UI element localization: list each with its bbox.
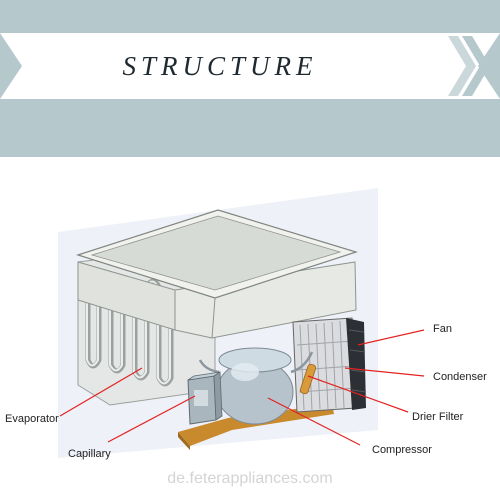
label-condenser: Condenser — [433, 371, 487, 383]
label-capillary: Capillary — [68, 448, 111, 460]
base-plate — [178, 404, 334, 446]
cabinet-tub-opening — [90, 215, 342, 291]
fan — [346, 318, 367, 410]
watermark: de.feterappliances.com — [167, 470, 333, 487]
leader-capillary — [107, 395, 196, 443]
leader-evaporator — [59, 367, 143, 417]
leader-compressor — [267, 397, 361, 446]
leader-fan — [357, 329, 425, 346]
label-fan: Fan — [433, 323, 452, 335]
leader-drier-filter — [307, 375, 409, 413]
title-ribbon — [0, 33, 500, 99]
label-compressor: Compressor — [372, 444, 432, 456]
leader-condenser — [344, 367, 425, 377]
refrigeration-unit-diagram — [58, 188, 425, 458]
capillary-box — [187, 371, 223, 425]
chevron-icon — [448, 36, 476, 96]
cabinet-tub-side — [77, 261, 176, 331]
drier-filter — [299, 363, 317, 395]
label-drier-filter: Drier Filter — [412, 411, 464, 423]
compressor — [198, 347, 314, 425]
page-title: STRUCTURE — [122, 51, 318, 81]
label-evaporator: Evaporator — [5, 413, 59, 425]
chevron-icon — [462, 36, 490, 96]
